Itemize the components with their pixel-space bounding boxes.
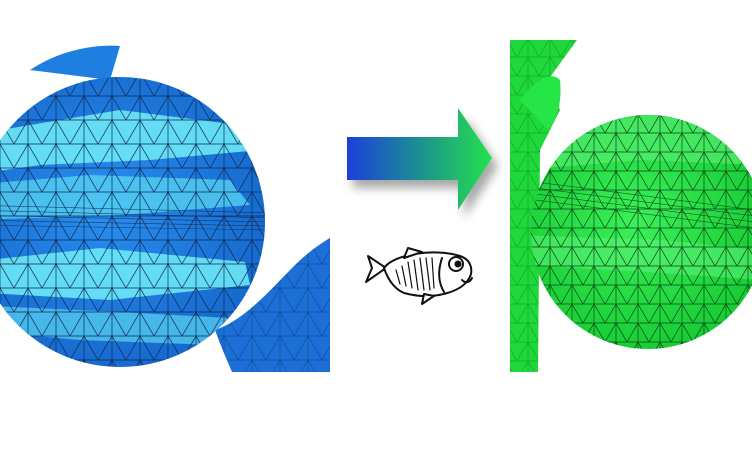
green-sphere-mesh: [510, 40, 752, 372]
fish-logo-icon: [365, 247, 473, 305]
arrow-right-icon: [347, 108, 492, 210]
blue-sphere-mesh: [0, 45, 330, 372]
